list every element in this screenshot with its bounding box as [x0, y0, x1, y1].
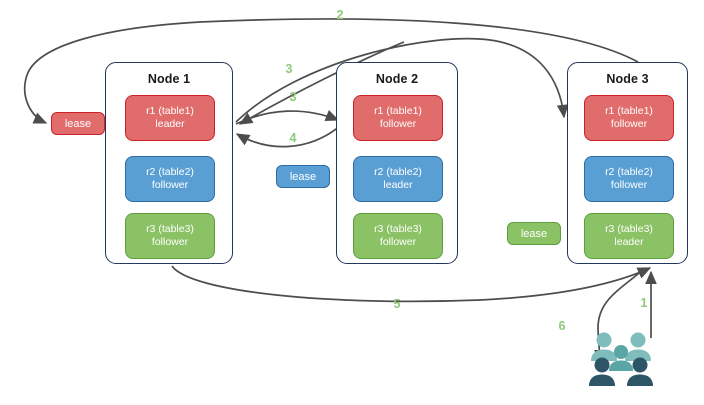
replica-name: r2 (table2) — [605, 166, 653, 178]
lease-box-blue[interactable]: lease — [276, 165, 330, 188]
lease-label: lease — [520, 227, 548, 240]
node-box-node1[interactable]: Node 1 r1 (table1) leader r2 (table2) fo… — [105, 62, 233, 264]
replica-role: follower — [151, 236, 189, 248]
replica-name: r3 (table3) — [374, 223, 422, 235]
replica-role: follower — [379, 118, 417, 130]
connector-step-3-node1-to-node2 — [235, 109, 340, 125]
replica-role: follower — [151, 179, 189, 191]
replica-n2r2[interactable]: r2 (table2) leader — [353, 156, 443, 202]
replica-role: leader — [383, 179, 413, 191]
step-label-1: 1 — [640, 296, 648, 310]
node-title: Node 3 — [606, 72, 649, 86]
users-middle-figure — [609, 345, 633, 371]
node-title: Node 2 — [375, 72, 419, 86]
replica-n3r3[interactable]: r3 (table3) leader — [584, 213, 674, 259]
step-label-4: 4 — [289, 131, 297, 145]
lease-label: lease — [289, 170, 317, 183]
lease-box-green[interactable]: lease — [507, 222, 561, 245]
replica-role: leader — [155, 118, 185, 130]
replica-name: r2 (table2) — [374, 166, 422, 178]
replica-role: follower — [610, 118, 648, 130]
replica-n2r1[interactable]: r1 (table1) follower — [353, 95, 443, 141]
step-label-3-upper: 3 — [285, 62, 293, 76]
replica-n1r3[interactable]: r3 (table3) follower — [125, 213, 215, 259]
replica-n1r2[interactable]: r2 (table2) follower — [125, 156, 215, 202]
lease-box-red[interactable]: lease — [51, 112, 105, 135]
replica-name: r1 (table1) — [146, 105, 194, 117]
connector-step-5 — [171, 265, 652, 303]
replica-name: r3 (table3) — [146, 223, 194, 235]
step-label-3-lower: 3 — [289, 90, 297, 104]
replica-name: r2 (table2) — [146, 166, 194, 178]
replica-name: r1 (table1) — [605, 105, 653, 117]
users-front-row — [589, 357, 653, 386]
node-box-node3[interactable]: Node 3 r1 (table1) follower r2 (table2) … — [567, 62, 688, 264]
node-box-node2[interactable]: Node 2 r1 (table1) follower r2 (table2) … — [336, 62, 458, 264]
step-label-5: 5 — [393, 297, 401, 311]
step-label-2: 2 — [336, 8, 344, 22]
replica-n2r3[interactable]: r3 (table3) follower — [353, 213, 443, 259]
users-back-row — [591, 332, 651, 361]
lease-label: lease — [64, 117, 92, 130]
replica-role: follower — [379, 236, 417, 248]
replica-role: leader — [614, 236, 644, 248]
replica-role: follower — [610, 179, 648, 191]
replica-name: r3 (table3) — [605, 223, 653, 235]
users-group-icon — [589, 332, 653, 386]
replica-n1r1[interactable]: r1 (table1) leader — [125, 95, 215, 141]
replica-n3r1[interactable]: r1 (table1) follower — [584, 95, 674, 141]
node-title: Node 1 — [147, 72, 191, 86]
replica-name: r1 (table1) — [374, 105, 422, 117]
step-label-6: 6 — [558, 319, 566, 333]
replica-n3r2[interactable]: r2 (table2) follower — [584, 156, 674, 202]
